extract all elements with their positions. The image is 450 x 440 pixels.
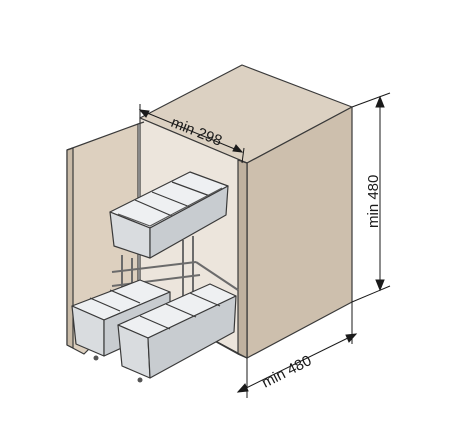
dimension-label-bottom-depth: min 480 [259, 352, 314, 391]
lower-basket-right [117, 283, 237, 379]
dimension-line-bottom-depth [236, 302, 358, 398]
upper-basket [109, 171, 229, 259]
casters [93, 355, 143, 383]
cabinet-front-edge [237, 159, 248, 359]
dimension-line-top-width [138, 104, 245, 164]
dimension-label-right-height: min 480 [365, 175, 382, 228]
dimension-line-right-height [351, 92, 391, 303]
